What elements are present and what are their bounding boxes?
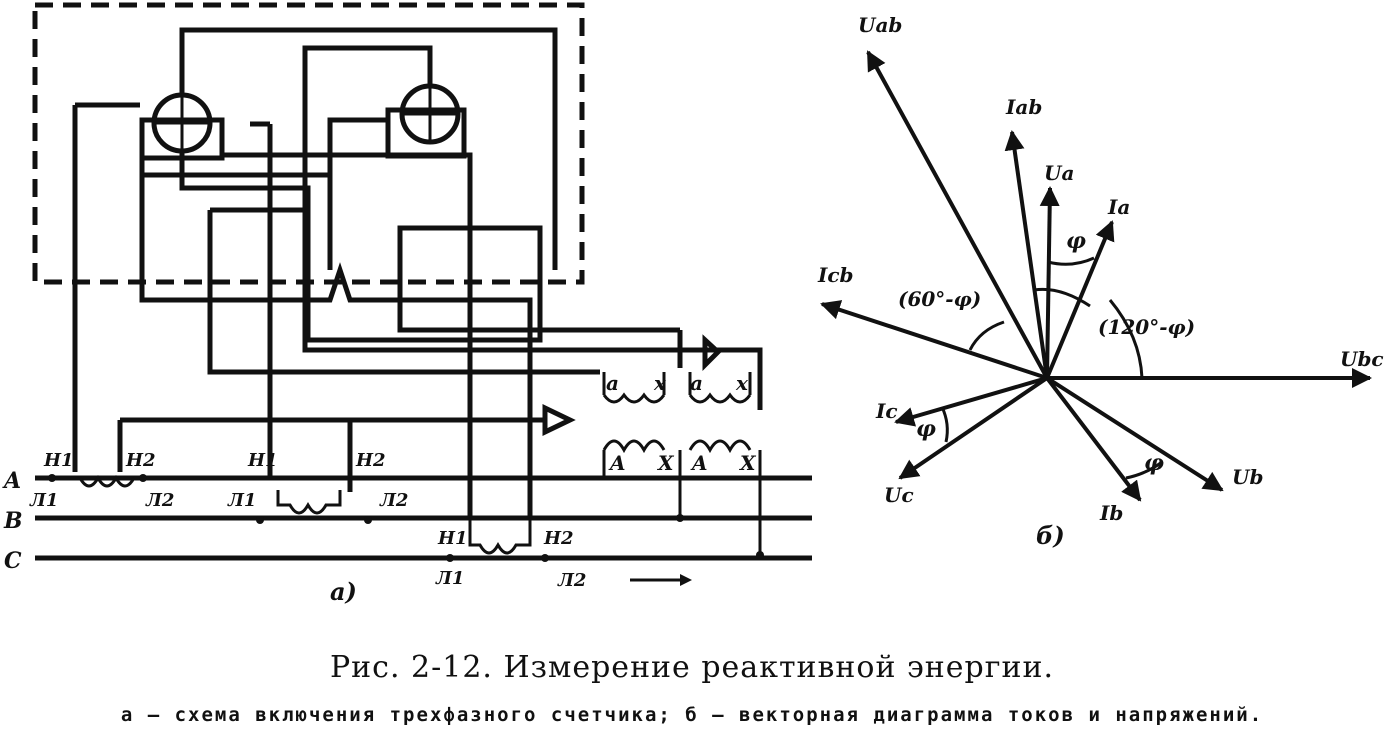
ct2-l1: Л1 <box>227 490 256 511</box>
vector-i-ab <box>1004 130 1049 379</box>
angle-phi-b: φ <box>1144 450 1164 476</box>
label-u-ab: Uab <box>858 13 902 37</box>
figure-caption-title: Рис. 2-12. Измерение реактивной энергии. <box>329 650 1055 685</box>
label-i-cb: Icb <box>817 263 854 287</box>
label-u-b: Ub <box>1232 465 1263 489</box>
ct1-l1: Л1 <box>29 490 58 511</box>
vector-i-cb <box>820 300 1048 380</box>
vector-sublabel: б) <box>1036 521 1065 550</box>
vector-u-c <box>898 376 1049 480</box>
label-i-a: Ia <box>1107 195 1130 219</box>
vector-u-a <box>1039 186 1060 379</box>
ct2-n1: Н1 <box>247 450 278 471</box>
ct2-n2: Н2 <box>355 450 386 471</box>
schematic-sublabel: а) <box>330 577 357 606</box>
label-i-ab: Iab <box>1005 95 1042 119</box>
phase-label-a: A <box>2 468 21 494</box>
vt-sec-a2: a <box>690 371 703 395</box>
vt-sec-a: a <box>606 371 619 395</box>
label-u-c: Uc <box>884 483 914 507</box>
ct1-n1: Н1 <box>43 450 74 471</box>
ct3-n1: Н1 <box>437 528 468 549</box>
vt-pri-a2: A <box>690 451 708 475</box>
wiring-schematic: A B C Н1 Н2 Л1 Л2 Н1 Н2 Л1 Л2 Н1 Н2 Л1 Л… <box>2 2 812 606</box>
phase-label-b: B <box>3 508 23 534</box>
vt-pri-x2: X <box>738 451 757 475</box>
figure-caption-subtitle: а — схема включения трехфазного счетчика… <box>120 704 1264 726</box>
ct1-n2: Н2 <box>125 450 156 471</box>
vector-u-b <box>1045 376 1224 492</box>
phase-label-c: C <box>4 548 22 574</box>
vt-sec-x2: x <box>735 371 749 395</box>
angle-60-minus-phi: (60°-φ) <box>898 287 981 311</box>
ct2-l2: Л2 <box>379 490 408 511</box>
angle-phi-c: φ <box>916 416 936 442</box>
ct3-n2: Н2 <box>543 528 574 549</box>
current-transformer-2 <box>276 490 342 515</box>
label-u-a: Ua <box>1044 161 1074 185</box>
ct3-l2: Л2 <box>557 570 586 591</box>
current-transformer-1 <box>78 474 136 488</box>
angle-phi-a: φ <box>1066 228 1086 254</box>
label-i-c: Ic <box>875 399 898 423</box>
vt-pri-x: X <box>656 451 675 475</box>
ct1-l2: Л2 <box>145 490 174 511</box>
vector-u-ab <box>866 50 1049 379</box>
vt-pri-a: A <box>608 451 626 475</box>
vector-i-c <box>894 376 1048 427</box>
current-transformer-3 <box>468 520 532 555</box>
vector-i-b <box>1045 376 1142 502</box>
vector-diagram: Uab Iab Ua Ia Icb Ubc Ic Uc Ib Ub φ (60°… <box>817 13 1384 550</box>
angle-120-minus-phi: (120°-φ) <box>1098 315 1195 339</box>
figure-canvas: A B C Н1 Н2 Л1 Л2 Н1 Н2 Л1 Л2 Н1 Н2 Л1 Л… <box>2 2 1384 606</box>
vt-sec-x: x <box>653 371 667 395</box>
vt-primary <box>602 439 752 454</box>
label-u-bc: Ubc <box>1340 347 1384 371</box>
vt-secondary <box>602 392 752 404</box>
label-i-b: Ib <box>1099 501 1123 525</box>
ct3-l1: Л1 <box>435 568 464 589</box>
meter-housing <box>32 2 585 285</box>
